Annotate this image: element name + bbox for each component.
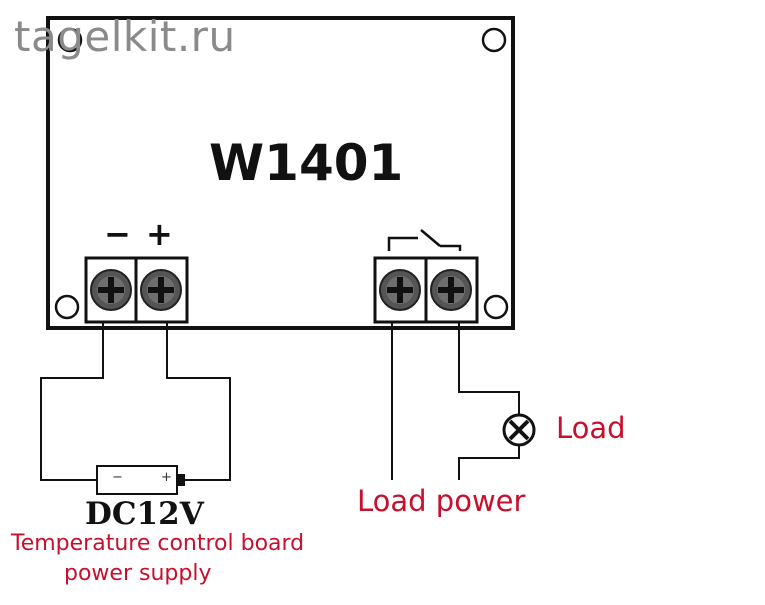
wire-power-positive [166, 322, 231, 481]
load-label: Load [556, 411, 626, 445]
screw-terminal-plus [140, 269, 182, 311]
wire-load-return [458, 446, 520, 480]
terminal-plus-label: + [146, 215, 173, 253]
supply-caption-line-1: Temperature control board [11, 531, 305, 556]
wire-relay-to-load [458, 322, 520, 414]
screw-terminal-relay-1 [379, 269, 421, 311]
module-model-label: W1401 [209, 134, 404, 192]
mounting-hole-top-left [57, 27, 83, 53]
power-terminal-block [84, 256, 189, 324]
battery-symbol [96, 465, 185, 495]
watermark-text: tagelkit.ru [14, 12, 236, 61]
battery-plus-label: + [161, 470, 172, 485]
supply-caption-line-2: power supply [64, 561, 212, 586]
mounting-hole-bottom-right [483, 294, 509, 320]
screw-terminal-minus [90, 269, 132, 311]
terminal-minus-label: − [104, 215, 131, 253]
mounting-hole-top-right [481, 27, 507, 53]
supply-voltage-label: DC12V [85, 496, 204, 532]
load-power-label: Load power [357, 484, 526, 518]
relay-terminal-block [373, 256, 479, 324]
mounting-hole-bottom-left [54, 294, 80, 320]
load-lamp-symbol [502, 413, 536, 447]
battery-minus-label: − [112, 470, 123, 485]
screw-terminal-relay-2 [430, 269, 472, 311]
relay-switch-symbol [387, 229, 462, 251]
wire-power-negative [40, 322, 104, 481]
